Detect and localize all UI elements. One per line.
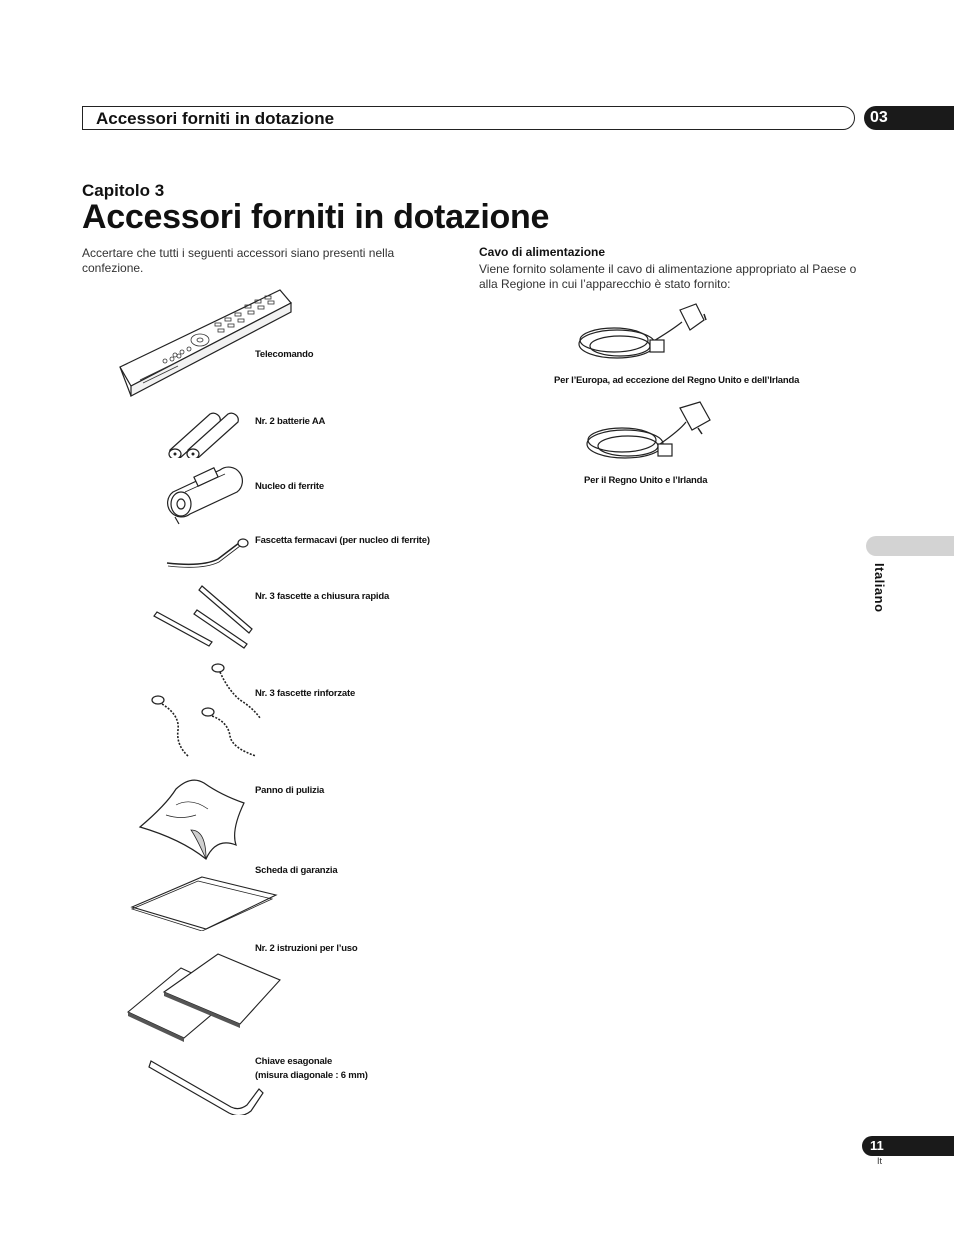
accessory-label-quick-clamps: Nr. 3 fascette a chiusura rapida [255,591,390,602]
intro-text: Accertare che tutti i seguenti accessori… [82,246,395,275]
quick-clamps-icon [153,585,253,649]
section-title: Accessori forniti in dotazione [96,109,335,128]
hex-key-icon [148,1060,264,1115]
aa-batteries-icon [168,412,239,458]
accessory-label-remote: Telecomando [255,349,314,360]
language-label: Italiano [872,563,887,613]
page-language-code: It [877,1156,883,1166]
manuals-icon [126,953,281,1042]
accessory-label-bead-bands: Nr. 3 fascette rinforzate [255,688,356,699]
section-header-bar: Accessori forniti in dotazione [82,106,855,130]
ferrite-core-icon [167,466,243,525]
cleaning-cloth-icon [138,779,245,860]
power-cord-label-uk: Per il Regno Unito e l’Irlanda [584,475,708,486]
accessory-label-warranty: Scheda di garanzia [255,865,338,876]
europe-power-cord-icon [578,303,707,359]
warranty-card-icon [130,876,278,931]
uk-power-cord-icon [586,401,711,459]
accessory-label-batteries: Nr. 2 batterie AA [255,416,326,427]
page-number: 11 [862,1136,954,1156]
accessory-label-ferrite: Nucleo di ferrite [255,481,324,492]
language-tab [866,536,954,556]
page-title: Accessori forniti in dotazione [82,198,550,236]
accessory-label-hex-key: Chiave esagonale (misura diagonale : 6 m… [255,1056,368,1081]
cable-tie-icon [166,538,249,568]
remote-control-icon [119,289,292,397]
power-cord-heading: Cavo di alimentazione [479,245,606,259]
bead-bands-icon [151,663,261,757]
accessory-label-manuals: Nr. 2 istruzioni per l’uso [255,943,358,954]
power-cord-description: Viene fornito solamente il cavo di alime… [479,262,857,291]
accessory-label-cable-tie: Fascetta fermacavi (per nucleo di ferrit… [255,535,430,546]
chapter-number-tab: 03 [864,106,954,130]
chapter-label: Capitolo 3 [82,181,165,200]
power-cord-label-europe: Per l’Europa, ad eccezione del Regno Uni… [554,375,800,386]
accessory-label-cleaning-cloth: Panno di pulizia [255,785,325,796]
